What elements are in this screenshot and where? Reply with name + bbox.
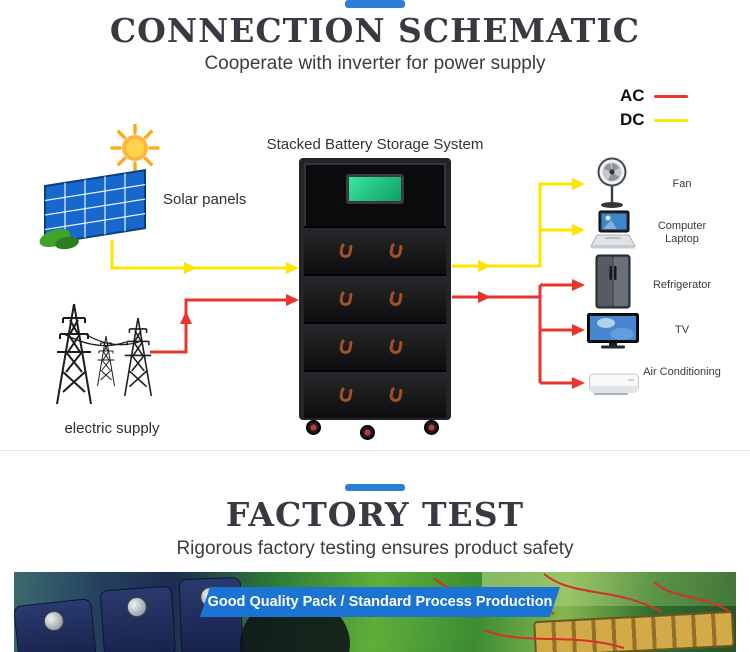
battery-screen-icon	[346, 174, 404, 204]
battery-cabinet-icon	[299, 158, 451, 420]
section-title-factory: FACTORY TEST	[225, 495, 525, 534]
section-subtitle-connection: Cooperate with inverter for power supply	[204, 53, 546, 74]
appliance-label-fan: Fan	[672, 178, 692, 190]
battery-system-label: Stacked Battery Storage System	[266, 136, 484, 153]
legend-ac: AC	[620, 84, 688, 108]
appliance-label-computer: Computer Laptop	[657, 220, 707, 245]
legend-dc-label: DC	[620, 110, 645, 129]
ac-arrows	[180, 279, 585, 389]
appliance-label-ac: Air Conditioning	[643, 366, 721, 378]
appliance-label-tv: TV	[674, 324, 690, 336]
ac-wires	[150, 283, 572, 385]
caster-wheel-icon	[306, 420, 321, 435]
section-divider	[0, 450, 750, 451]
section-title-connection: CONNECTION SCHEMATIC	[109, 11, 641, 50]
quality-banner-text: Good Quality Pack / Standard Process Pro…	[207, 594, 553, 610]
tv-icon	[586, 312, 640, 357]
fan-icon	[588, 156, 636, 217]
battery-module	[304, 370, 446, 418]
ac-line-swatch	[654, 94, 688, 98]
grid-label: electric supply	[64, 420, 160, 437]
caster-wheel-icon	[360, 425, 375, 440]
laptop-icon	[586, 210, 640, 257]
solar-label: Solar panels	[163, 191, 247, 208]
dc-arrows	[184, 178, 585, 274]
sun-icon	[110, 123, 160, 173]
air-conditioner-icon	[588, 371, 640, 404]
section-accent-bar	[345, 484, 405, 491]
dc-wires	[110, 182, 572, 270]
factory-photo: Good Quality Pack / Standard Process Pro…	[14, 572, 736, 652]
battery-module	[304, 322, 446, 370]
dc-line-swatch	[654, 118, 688, 122]
line-legend: AC DC	[620, 84, 688, 132]
section-accent-bar	[345, 0, 405, 8]
section-subtitle-factory: Rigorous factory testing ensures product…	[176, 538, 574, 559]
solar-panel-icon	[35, 123, 165, 257]
legend-dc: DC	[620, 108, 688, 132]
battery-module	[304, 274, 446, 322]
battery-module	[304, 226, 446, 274]
power-towers-icon	[38, 288, 170, 425]
legend-ac-label: AC	[620, 86, 645, 105]
appliance-label-refrigerator: Refrigerator	[652, 279, 712, 291]
quality-banner: Good Quality Pack / Standard Process Pro…	[200, 587, 560, 617]
connection-wires	[110, 178, 585, 389]
refrigerator-icon	[592, 254, 634, 315]
caster-wheel-icon	[424, 420, 439, 435]
battery-display	[304, 174, 446, 226]
